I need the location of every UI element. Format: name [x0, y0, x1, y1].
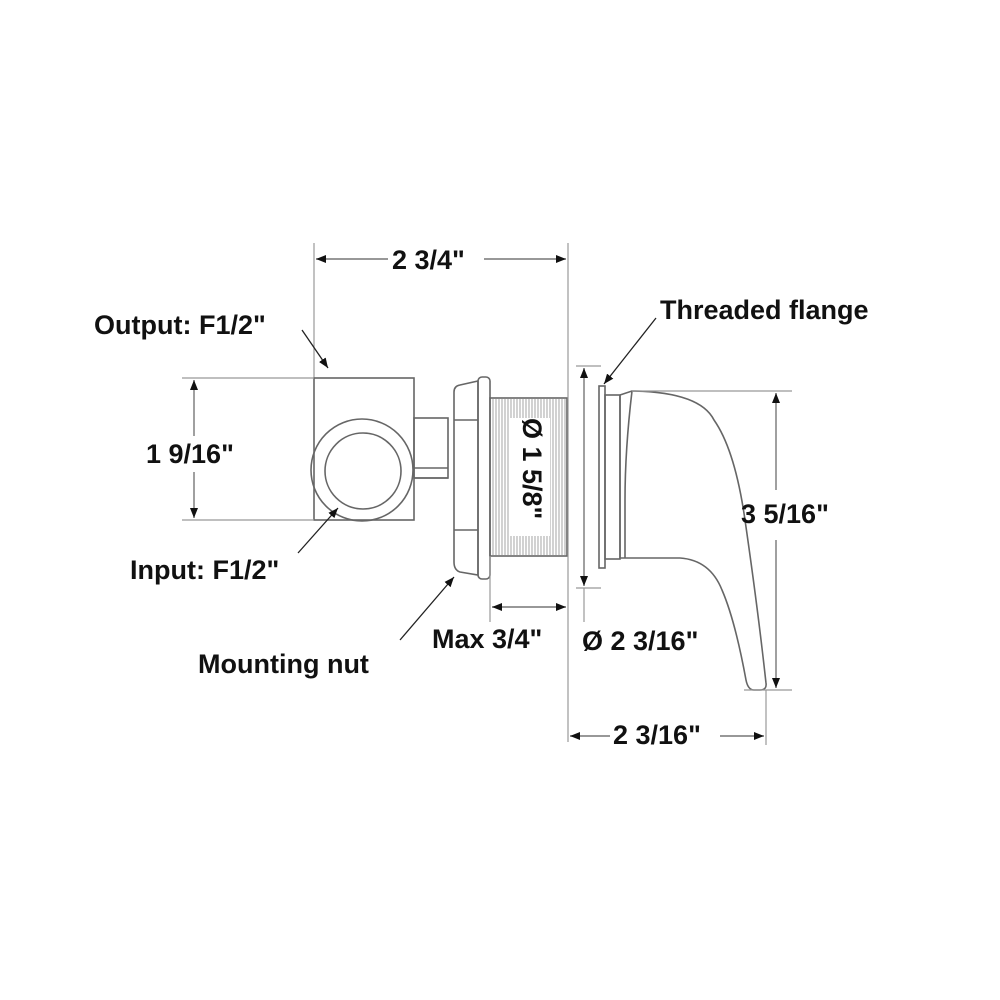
threaded-flange-label: Threaded flange [660, 295, 869, 325]
threaded-stem [489, 397, 568, 557]
body-height-label: 1 9/16" [146, 439, 234, 469]
lever-handle [619, 390, 792, 691]
leader-input [297, 507, 339, 554]
max-wall-label: Max 3/4" [432, 624, 543, 654]
mounting-nut-label: Mounting nut [198, 649, 369, 679]
threaded-flange [567, 365, 621, 742]
thread-diameter-label: Ø 1 5/8" [517, 418, 547, 520]
leader-flange [603, 317, 657, 385]
dim-max-wall [489, 556, 585, 622]
overall-width-label: 2 3/4" [392, 245, 465, 275]
dim-overall-width [313, 243, 569, 378]
input-label: Input: F1/2" [130, 555, 280, 585]
valve-body [182, 377, 449, 522]
leader-output [301, 329, 329, 369]
handle-height-label: 3 5/16" [741, 499, 829, 529]
output-label: Output: F1/2" [94, 310, 266, 340]
dim-handle-depth [570, 690, 767, 745]
mounting-nut [453, 376, 491, 580]
handle-depth-label: 2 3/16" [613, 720, 701, 750]
leader-nut [399, 576, 455, 641]
flange-diameter-label: Ø 2 3/16" [582, 626, 699, 656]
